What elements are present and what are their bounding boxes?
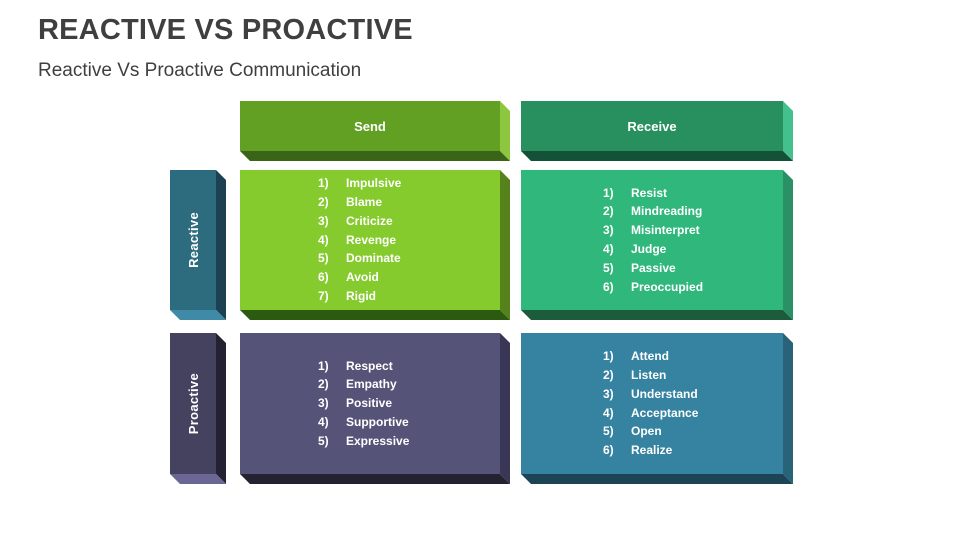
list-item: 6) Realize (603, 441, 672, 460)
list-item-label: Understand (631, 386, 698, 401)
list-item-number: 4) (603, 242, 614, 256)
list-item: 1) Resist (603, 184, 667, 203)
list-item-number: 3) (603, 386, 614, 401)
list-item-label: Attend (631, 349, 669, 364)
list-item-number: 6) (603, 279, 614, 294)
column-header-send-label: Send (354, 118, 386, 134)
column-header-send: Send (240, 101, 510, 161)
list-item-number: 1) (603, 349, 614, 364)
list-item-number: 4) (603, 405, 614, 420)
list-item-label: Realize (631, 443, 673, 458)
list-item-label: Listen (631, 367, 667, 382)
cell-proactive-send-list: 1) Respect 2) Empathy 3) Positive 4) Supportive… (240, 333, 500, 474)
list-item-label: Passive (631, 260, 676, 275)
list-item: 2) Listen (603, 366, 666, 385)
list-item-number: 5) (318, 251, 329, 266)
list-item: 4) Judge (603, 240, 666, 259)
box-face (240, 170, 500, 310)
cell-proactive-receive: 1) Attend 2) Listen 3) Understand 4) Acceptance… (521, 333, 793, 484)
list-item-number: 5) (603, 424, 614, 439)
list-item-label: Supportive (346, 414, 409, 429)
list-item-number: 5) (318, 433, 329, 448)
list-item-label: Mindreading (631, 204, 703, 219)
list-item: 4) Revenge (318, 231, 396, 250)
list-item-label: Misinterpret (631, 223, 700, 238)
list-item: 5) Passive (603, 259, 676, 278)
box-face (240, 333, 500, 474)
list-item-number: 2) (318, 377, 329, 392)
list-item-number: 3) (318, 396, 329, 411)
list-item: 4) Acceptance (603, 404, 698, 423)
list-item-label: Blame (346, 195, 383, 209)
list-item-label: Respect (346, 358, 393, 373)
list-item-label: Expressive (346, 433, 410, 448)
list-item-label: Revenge (346, 232, 397, 247)
list-item-number: 5) (603, 260, 614, 275)
list-item-label: Resist (631, 185, 668, 200)
column-header-receive: Receive (521, 101, 793, 161)
list-item-number: 1) (603, 185, 614, 200)
list-item-label: Criticize (346, 213, 393, 228)
box-face (521, 101, 783, 151)
list-item-label: Judge (631, 242, 667, 256)
cell-proactive-send: 1) Respect 2) Empathy 3) Positive 4) Supportive… (240, 333, 510, 484)
row-header-reactive-label: Reactive (185, 212, 201, 268)
list-item-number: 2) (318, 195, 329, 209)
cell-proactive-receive-list: 1) Attend 2) Listen 3) Understand 4) Acceptance… (521, 333, 783, 474)
list-item: 3) Misinterpret (603, 221, 700, 240)
slide-subtitle: Reactive Vs Proactive Communication (38, 60, 362, 81)
list-item-number: 3) (603, 223, 614, 238)
list-item: 5) Expressive (318, 432, 409, 451)
box-face (170, 170, 216, 310)
list-item: 4) Supportive (318, 413, 409, 432)
cell-reactive-receive: 1) Resist 2) Mindreading 3) Misinterpret 4) Jud… (521, 170, 793, 320)
list-item-label: Impulsive (346, 176, 402, 191)
cell-reactive-send: 1) Impulsive 2) Blame 3) Criticize 4) Revenge 5)… (240, 170, 510, 320)
cell-reactive-receive-list: 1) Resist 2) Mindreading 3) Misinterpret 4) Jud… (521, 170, 783, 310)
list-item-label: Dominate (346, 251, 401, 266)
list-item: 2) Blame (318, 193, 382, 212)
cell-reactive-send-list: 1) Impulsive 2) Blame 3) Criticize 4) Revenge 5)… (240, 170, 500, 310)
column-header-receive-label: Receive (627, 118, 677, 134)
box-face (170, 333, 216, 474)
list-item-number: 4) (318, 232, 329, 247)
list-item: 2) Empathy (318, 375, 397, 394)
list-item-number: 6) (318, 270, 329, 285)
row-header-reactive: Reactive (170, 170, 226, 320)
box-face (521, 170, 783, 310)
list-item-label: Acceptance (631, 405, 699, 420)
list-item-number: 2) (603, 367, 614, 382)
list-item-number: 2) (603, 204, 614, 219)
slide-title: REACTIVE VS PROACTIVE (38, 14, 413, 46)
box-face (521, 333, 783, 474)
list-item-number: 3) (318, 213, 329, 228)
row-header-proactive: Proactive (170, 333, 226, 484)
list-item: 3) Positive (318, 394, 392, 413)
list-item-label: Positive (346, 396, 393, 411)
list-item: 2) Mindreading (603, 202, 702, 221)
list-item-number: 4) (318, 414, 329, 429)
list-item-label: Empathy (346, 377, 397, 392)
list-item: 5) Dominate (318, 249, 401, 268)
list-item: 1) Attend (603, 347, 669, 366)
list-item-label: Preoccupied (631, 279, 704, 294)
list-item-label: Avoid (346, 270, 379, 285)
list-item: 3) Criticize (318, 212, 393, 231)
list-item-label: Rigid (346, 288, 376, 303)
list-item-label: Open (631, 424, 662, 439)
list-item-number: 1) (318, 176, 329, 191)
list-item: 1) Respect (318, 357, 393, 376)
box-face (240, 101, 500, 151)
list-item: 5) Open (603, 422, 662, 441)
list-item-number: 7) (318, 288, 329, 303)
list-item: 3) Understand (603, 385, 698, 404)
list-item-number: 1) (318, 358, 329, 373)
list-item: 7) Rigid (318, 287, 376, 306)
list-item: 6) Preoccupied (603, 278, 703, 297)
list-item: 6) Avoid (318, 268, 379, 287)
list-item-number: 6) (603, 443, 614, 458)
list-item: 1) Impulsive (318, 174, 401, 193)
row-header-proactive-label: Proactive (185, 372, 201, 435)
